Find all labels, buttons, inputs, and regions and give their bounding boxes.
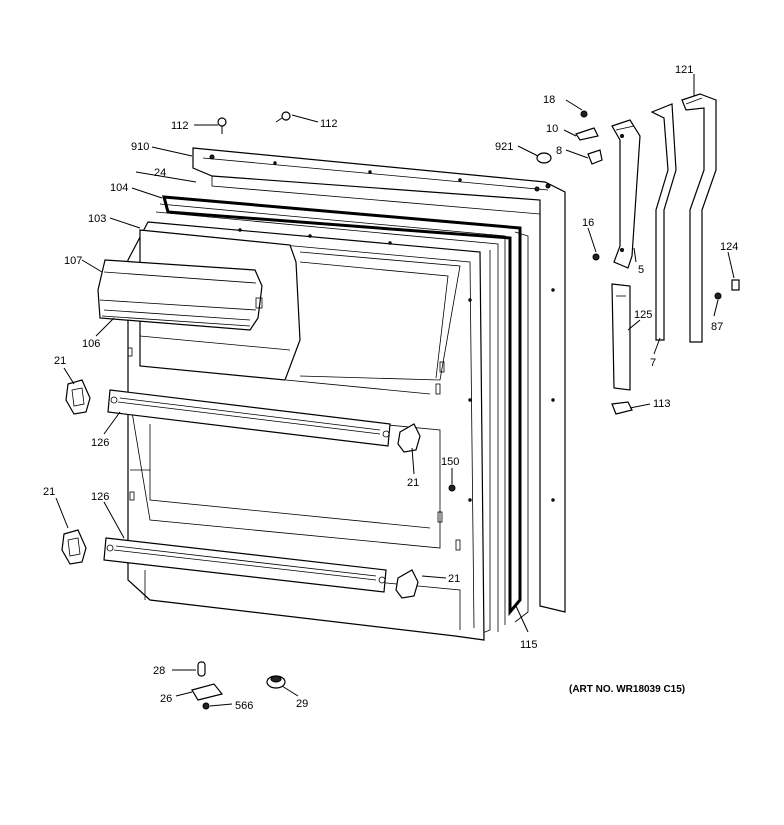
screw-112-right	[275, 111, 291, 123]
door-gasket	[155, 195, 529, 639]
hinge-bracket-5	[611, 119, 641, 269]
door-shelf-lower	[103, 537, 387, 593]
callout-921: 921	[495, 141, 513, 153]
hinge-part-10	[575, 127, 599, 141]
callout-16: 16	[582, 217, 594, 229]
callout-29: 29	[296, 698, 308, 710]
callout-21-right-lower: 21	[448, 573, 460, 585]
screw-87	[714, 292, 722, 300]
callout-107: 107	[64, 255, 82, 267]
shelf-end-cap-right-upper	[397, 423, 421, 453]
callout-125: 125	[634, 309, 652, 321]
callout-24: 24	[154, 167, 166, 179]
callout-126-lower: 126	[91, 491, 109, 503]
callout-21-left-upper: 21	[54, 355, 66, 367]
callout-112-right: 112	[320, 118, 338, 130]
callout-21-right-upper: 21	[407, 477, 419, 489]
callout-566: 566	[235, 700, 253, 712]
plug-921	[536, 152, 552, 164]
callout-124: 124	[720, 241, 738, 253]
callout-labels: 121 18 112 112 10 910 921 8 24 104 16 12…	[43, 64, 738, 712]
callout-7: 7	[650, 357, 656, 369]
callout-5: 5	[638, 264, 644, 276]
callout-26: 26	[160, 693, 172, 705]
callout-103: 103	[88, 213, 106, 225]
art-number-label: (ART NO. WR18039 C15)	[569, 684, 685, 695]
callout-150: 150	[441, 456, 459, 468]
bushing-8	[587, 149, 603, 165]
trim-125	[611, 283, 631, 391]
screw-150	[448, 484, 456, 492]
door-outer-panel	[192, 147, 566, 613]
callout-10: 10	[546, 123, 558, 135]
callout-126-upper: 126	[91, 437, 109, 449]
screw-566	[202, 702, 210, 710]
callout-87: 87	[711, 321, 723, 333]
leader-lines	[55, 74, 735, 707]
door-shelf-upper	[107, 389, 391, 447]
handle-7	[650, 103, 677, 341]
shelf-end-cap-left-lower	[61, 529, 87, 565]
screw-112-left	[217, 117, 227, 134]
plate-26	[191, 683, 224, 701]
callout-21-left-lower: 21	[43, 486, 55, 498]
screw-18	[580, 110, 588, 118]
handle-121	[681, 93, 717, 343]
callout-28: 28	[153, 665, 165, 677]
dairy-compartment-door	[97, 259, 263, 331]
callout-910: 910	[131, 141, 149, 153]
foot-29	[266, 675, 286, 689]
screw-16	[592, 253, 600, 261]
shelf-end-cap-right-lower	[395, 569, 419, 599]
cap-113	[611, 401, 633, 415]
callout-8: 8	[556, 145, 562, 157]
callout-112-left: 112	[171, 120, 189, 132]
callout-106: 106	[82, 338, 100, 350]
callout-113: 113	[653, 398, 671, 410]
shelf-end-cap-left-upper	[65, 379, 91, 415]
pin-28	[197, 661, 206, 677]
callout-115: 115	[520, 639, 538, 651]
callout-121: 121	[675, 64, 693, 76]
callout-104: 104	[110, 182, 128, 194]
cap-124	[731, 279, 740, 291]
callout-18: 18	[543, 94, 555, 106]
